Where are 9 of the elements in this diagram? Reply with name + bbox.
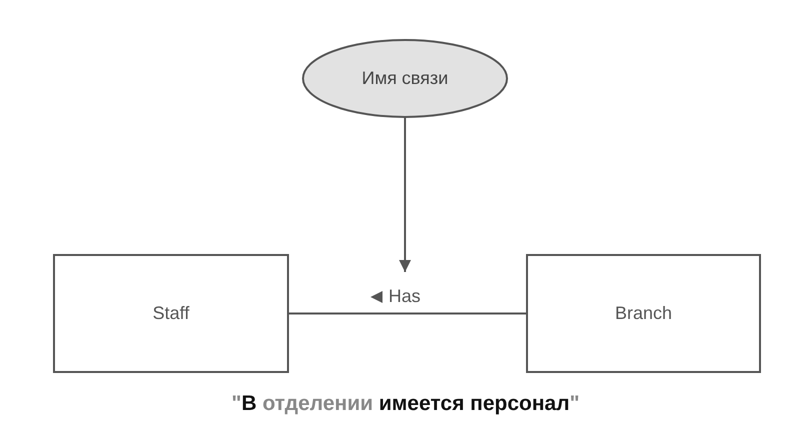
entity-name: Staff — [152, 303, 190, 324]
arrow — [399, 118, 411, 272]
entity-box — [53, 254, 289, 373]
caption: "В отделении имеется персонал" — [231, 392, 580, 415]
connector-line — [288, 312, 527, 314]
relationship-ellipse — [302, 39, 508, 118]
entity-box — [526, 254, 761, 373]
relationship-name: Имя связи — [362, 68, 448, 89]
entity-name: Branch — [614, 303, 672, 324]
